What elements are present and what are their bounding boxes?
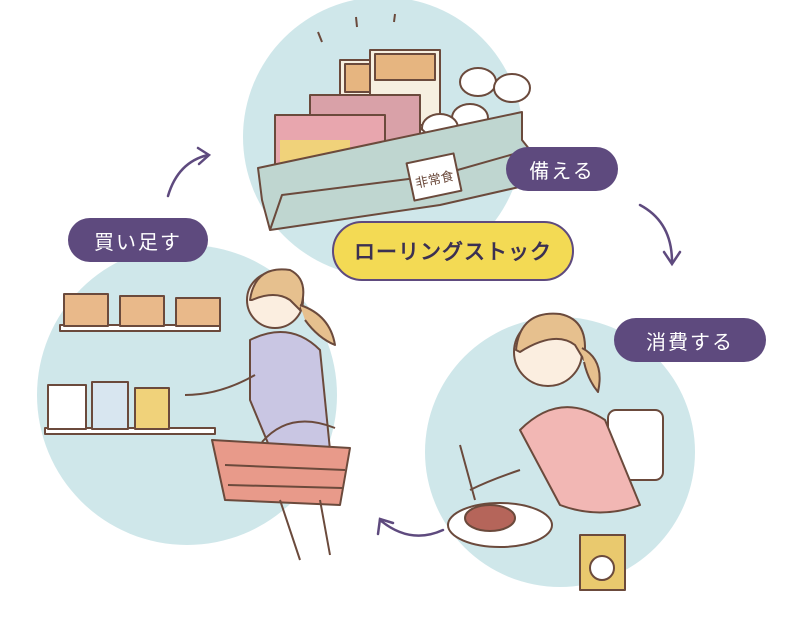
step-replenish-label: 買い足す: [68, 218, 208, 262]
cycle-arrows: [166, 146, 682, 537]
arrow-prepare-to-consume: [638, 203, 674, 264]
step-consume-label: 消費する: [614, 318, 766, 362]
box-label: 非常食: [414, 168, 455, 192]
arrow-consume-to-replenish: [378, 518, 445, 537]
eating-person-illustration: [447, 312, 664, 591]
rolling-stock-title: ローリングストック: [332, 221, 574, 281]
storage-box-illustration: [257, 13, 531, 231]
arrow-replenish-to-prepare: [166, 153, 210, 198]
step-prepare-label: 備える: [506, 147, 618, 191]
shopping-person-illustration: [44, 268, 351, 561]
